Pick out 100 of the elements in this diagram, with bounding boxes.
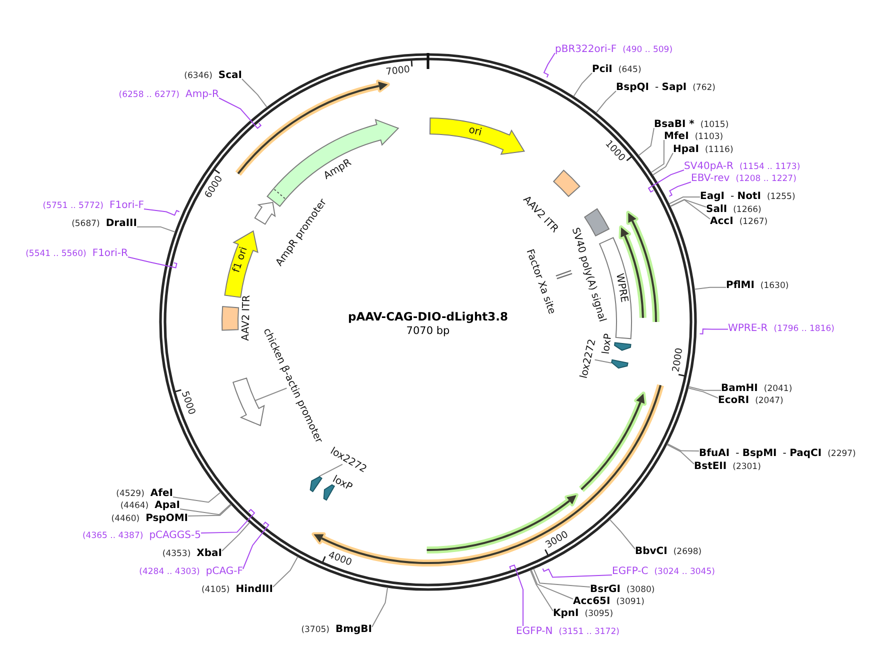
- site-position: (1015): [700, 119, 729, 131]
- feature-label: lox2272: [578, 338, 600, 380]
- enzyme-name: PflMI: [726, 280, 754, 292]
- enzyme-name: - SapI: [654, 82, 687, 94]
- leader-line: [688, 388, 718, 398]
- leader-line: [668, 182, 692, 197]
- enzyme-name: KpnI: [553, 608, 579, 620]
- primer-name: EGFP-C: [612, 566, 648, 578]
- leader-line: [666, 444, 694, 464]
- leader-line: [242, 78, 268, 108]
- primer-range: (3024 .. 3045): [654, 566, 715, 578]
- site-position: (2041): [764, 383, 792, 395]
- scale-label: 2000: [670, 346, 686, 372]
- enzyme-name: ScaI: [218, 70, 242, 82]
- primer-name: pCAGGS-5: [149, 530, 201, 542]
- site-position: (4460): [111, 513, 140, 525]
- site-position: (3091): [616, 596, 644, 608]
- leader-line: [254, 388, 288, 402]
- site-position: (4105): [201, 584, 230, 596]
- leader-line: [694, 286, 726, 290]
- enzyme-name: AccI: [710, 216, 734, 228]
- leader-line: [128, 256, 178, 268]
- site-position: (1267): [739, 216, 768, 228]
- leader-line: [533, 568, 590, 588]
- enzyme-name: Acc65I: [573, 596, 610, 608]
- feature-label: ori: [467, 124, 482, 140]
- site-position: (1103): [694, 131, 724, 143]
- leader-line: [596, 90, 616, 114]
- site-position: (4464): [120, 500, 149, 512]
- site-position: (1630): [760, 280, 789, 292]
- enzyme-name: SalI: [706, 204, 728, 216]
- primer-range: (1796 .. 1816): [774, 323, 834, 335]
- primer-range: (4284 .. 4303): [139, 566, 200, 578]
- enzyme-name: EcoRI: [718, 395, 750, 407]
- site-position: (3705): [301, 624, 330, 636]
- site-position: (762): [692, 82, 716, 94]
- enzyme-name: PspOMI: [146, 513, 188, 525]
- leader-line: [509, 564, 524, 626]
- site-position: (4529): [116, 488, 144, 500]
- primer-name: Amp-R: [186, 89, 219, 101]
- site-position: (645): [618, 64, 642, 76]
- feature-label: Factor Xa site: [522, 248, 558, 316]
- leader-line: [609, 519, 636, 550]
- site-position: (1266): [733, 204, 762, 216]
- primer-name: pCAG-F: [206, 566, 243, 578]
- enzyme-name: BamHI: [721, 383, 758, 395]
- enzyme-name: BmgBI: [335, 624, 372, 636]
- site-position: (2301): [732, 461, 761, 473]
- leader-line: [372, 586, 388, 628]
- leader-line: [180, 504, 232, 516]
- enzyme-name: ApaI: [154, 500, 180, 512]
- enzyme-name: BsrGI: [590, 584, 620, 596]
- primer-name: F1ori-R: [92, 248, 128, 260]
- site-position: (2698): [673, 546, 702, 558]
- leader-line: [594, 359, 612, 364]
- primer-name: SV40pA-R: [684, 161, 734, 173]
- primer-range: (1154 .. 1173): [739, 161, 800, 173]
- site-position: (1116): [705, 144, 734, 156]
- plasmid-name: pAAV-CAG-DIO-dLight3.8: [348, 310, 508, 324]
- leader-line: [200, 509, 255, 534]
- primer-range: (5541 .. 5560): [26, 248, 86, 260]
- enzyme-name: HpaI: [673, 144, 699, 156]
- primer-range: (4365 .. 4387): [82, 530, 144, 542]
- enzyme-name: HindIII: [236, 584, 273, 596]
- feature-label: loxP: [330, 474, 354, 495]
- primer-range: (490 .. 509): [622, 44, 673, 56]
- leader-line: [542, 568, 612, 578]
- leader-line: [318, 464, 343, 477]
- primer-range: (1208 .. 1227): [736, 173, 796, 185]
- plasmid-size: 7070 bp: [406, 325, 450, 337]
- enzyme-name: BfuAI: [699, 448, 730, 460]
- enzyme-name: BsaBI *: [654, 119, 694, 131]
- site-position: (3095): [584, 608, 614, 620]
- enzyme-name: - PaqCI: [782, 448, 822, 460]
- site-position: (4353): [162, 548, 191, 560]
- leader-line: [144, 208, 180, 216]
- leader-line: [544, 52, 556, 78]
- site-position: (2297): [828, 448, 856, 460]
- leader-line: [530, 570, 554, 612]
- enzyme-name: DraIII: [106, 218, 137, 230]
- scale-label: 5000: [179, 390, 198, 416]
- site-position: (2047): [755, 395, 784, 407]
- feature-label: WPRE: [612, 272, 630, 304]
- leader-line: [699, 328, 728, 334]
- leader-line: [670, 199, 706, 208]
- feature-label: f1 ori: [231, 246, 251, 274]
- leader-line: [668, 196, 700, 204]
- site-position: (6346): [184, 70, 212, 82]
- leader-line: [688, 386, 722, 391]
- leader-line: [648, 170, 684, 192]
- leader-line: [650, 140, 664, 174]
- enzyme-name: PciI: [592, 64, 612, 76]
- leader-line: [218, 98, 262, 129]
- primer-name: EGFP-N: [516, 626, 553, 638]
- feature-label: loxP: [600, 333, 615, 356]
- leader-line: [670, 199, 710, 220]
- leader-line: [188, 504, 232, 516]
- leader-line: [666, 443, 700, 452]
- primer-range: (5751 .. 5772): [42, 200, 104, 212]
- leader-line: [222, 522, 250, 552]
